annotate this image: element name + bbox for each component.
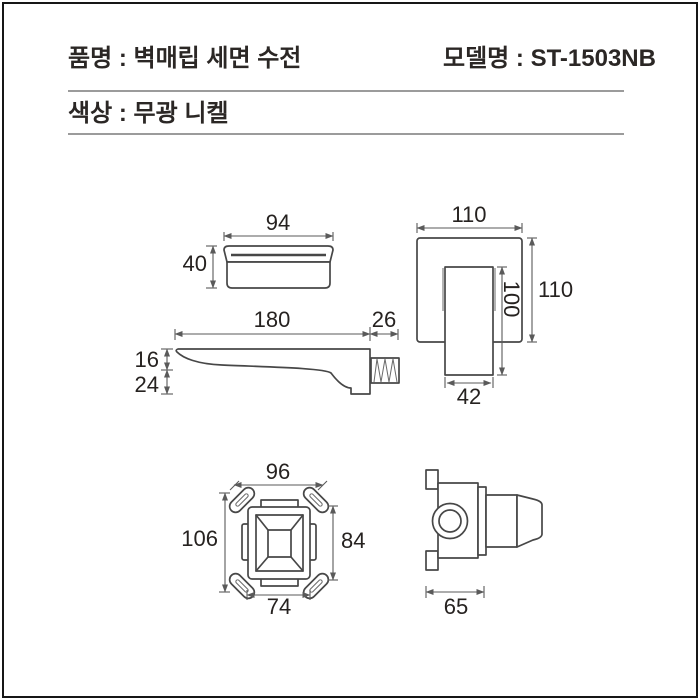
model-name-label: 모델명 : ST-1503NB bbox=[443, 45, 656, 72]
valve-cone bbox=[516, 494, 543, 548]
spout-side-view: 180 26 16 24 bbox=[135, 307, 400, 397]
wall-plate-view: 110 110 100 42 bbox=[416, 202, 573, 409]
dim-valve-depth: 65 bbox=[444, 594, 468, 619]
separator-line-2 bbox=[68, 133, 624, 135]
mount-tab-bottom bbox=[425, 550, 439, 571]
color-label: 색상 : 무광 니켈 bbox=[68, 100, 229, 127]
spout-side-outline bbox=[175, 348, 371, 395]
valve-side-view: 65 bbox=[425, 469, 543, 619]
dim-wall-plate-width: 110 bbox=[451, 202, 486, 227]
handle-front-view: 96 106 84 74 bbox=[181, 459, 365, 619]
valve-cylinder bbox=[485, 494, 518, 548]
product-name-label: 품명 : 벽매립 세면 수전 bbox=[68, 45, 302, 72]
dim-handle-height: 106 bbox=[181, 526, 218, 551]
mount-tab-top bbox=[425, 469, 439, 490]
dim-spout-front-width: 94 bbox=[266, 210, 290, 235]
dim-spout-drop-height: 24 bbox=[135, 372, 159, 397]
handle-top-square bbox=[267, 529, 292, 558]
dim-thread-length: 26 bbox=[372, 307, 396, 332]
corner-lug-top-right bbox=[302, 486, 330, 514]
dim-spout-front-height: 40 bbox=[183, 251, 207, 276]
dim-wall-plate-height: 110 bbox=[538, 277, 573, 302]
dim-spout-tip-height: 16 bbox=[135, 347, 159, 372]
inlet-inner-circle bbox=[438, 509, 462, 533]
dim-cartridge-width: 42 bbox=[457, 384, 481, 409]
separator-line-1 bbox=[68, 90, 624, 92]
valve-collar bbox=[477, 486, 487, 556]
cartridge-outline bbox=[444, 266, 494, 376]
spout-body-outline bbox=[226, 261, 331, 289]
dim-spout-length: 180 bbox=[254, 307, 291, 332]
dim-cartridge-height: 100 bbox=[499, 281, 524, 318]
dim-handle-width: 96 bbox=[266, 459, 290, 484]
thread-hatching bbox=[373, 358, 398, 383]
dim-handle-side-height: 84 bbox=[341, 528, 365, 553]
dim-handle-bottom-width: 74 bbox=[267, 594, 291, 619]
corner-lug-top-left bbox=[228, 486, 256, 514]
spout-front-view: 94 40 bbox=[183, 210, 334, 289]
